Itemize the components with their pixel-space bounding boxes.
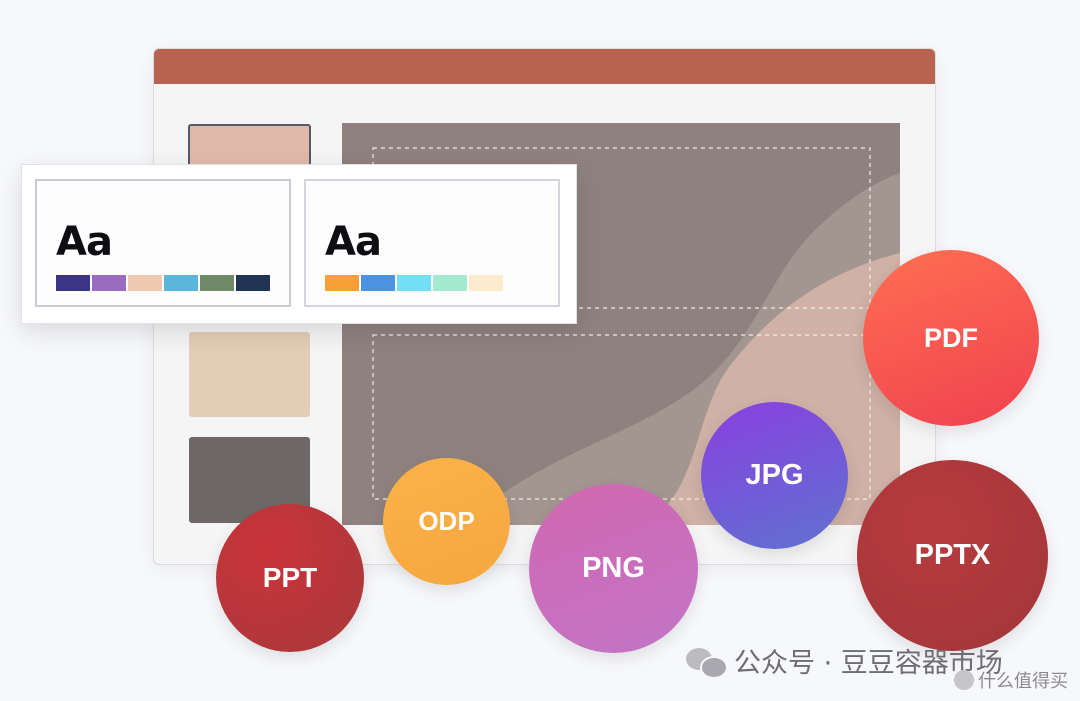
color-swatch [236, 275, 270, 291]
site-watermark: 什么值得买 [954, 667, 1068, 693]
odp-format-icon[interactable]: ODP [383, 458, 510, 585]
theme-picker-panel: Aa Aa [21, 164, 577, 324]
color-swatch [469, 275, 503, 291]
color-swatch [164, 275, 198, 291]
pdf-format-icon[interactable]: PDF [863, 250, 1039, 426]
color-swatch [325, 275, 359, 291]
theme-font-preview: Aa [325, 219, 382, 265]
ppt-format-icon[interactable]: PPT [216, 504, 364, 652]
png-format-icon[interactable]: PNG [529, 484, 698, 653]
pptx-format-icon[interactable]: PPTX [857, 460, 1048, 651]
window-title-bar [154, 49, 935, 84]
color-swatch [92, 275, 126, 291]
theme-color-palette [56, 275, 270, 291]
site-logo-icon [954, 670, 974, 690]
color-swatch [200, 275, 234, 291]
format-label: JPG [745, 459, 804, 491]
color-swatch [128, 275, 162, 291]
format-label: PNG [582, 552, 645, 584]
color-swatch [361, 275, 395, 291]
slide-thumbnail-3[interactable] [189, 332, 310, 417]
theme-card-2[interactable]: Aa [304, 179, 560, 307]
format-label: ODP [418, 506, 475, 536]
site-watermark-text: 什么值得买 [978, 671, 1068, 692]
jpg-format-icon[interactable]: JPG [701, 402, 848, 549]
color-swatch [56, 275, 90, 291]
format-label: PDF [924, 322, 978, 353]
format-label: PPT [262, 562, 318, 593]
content-placeholder-box [372, 334, 871, 500]
color-swatch [433, 275, 467, 291]
wechat-icon [686, 646, 728, 679]
theme-card-1[interactable]: Aa [35, 179, 291, 307]
format-label: PPTX [914, 539, 991, 571]
theme-font-preview: Aa [56, 219, 113, 265]
color-swatch [397, 275, 431, 291]
theme-color-palette [325, 275, 503, 291]
